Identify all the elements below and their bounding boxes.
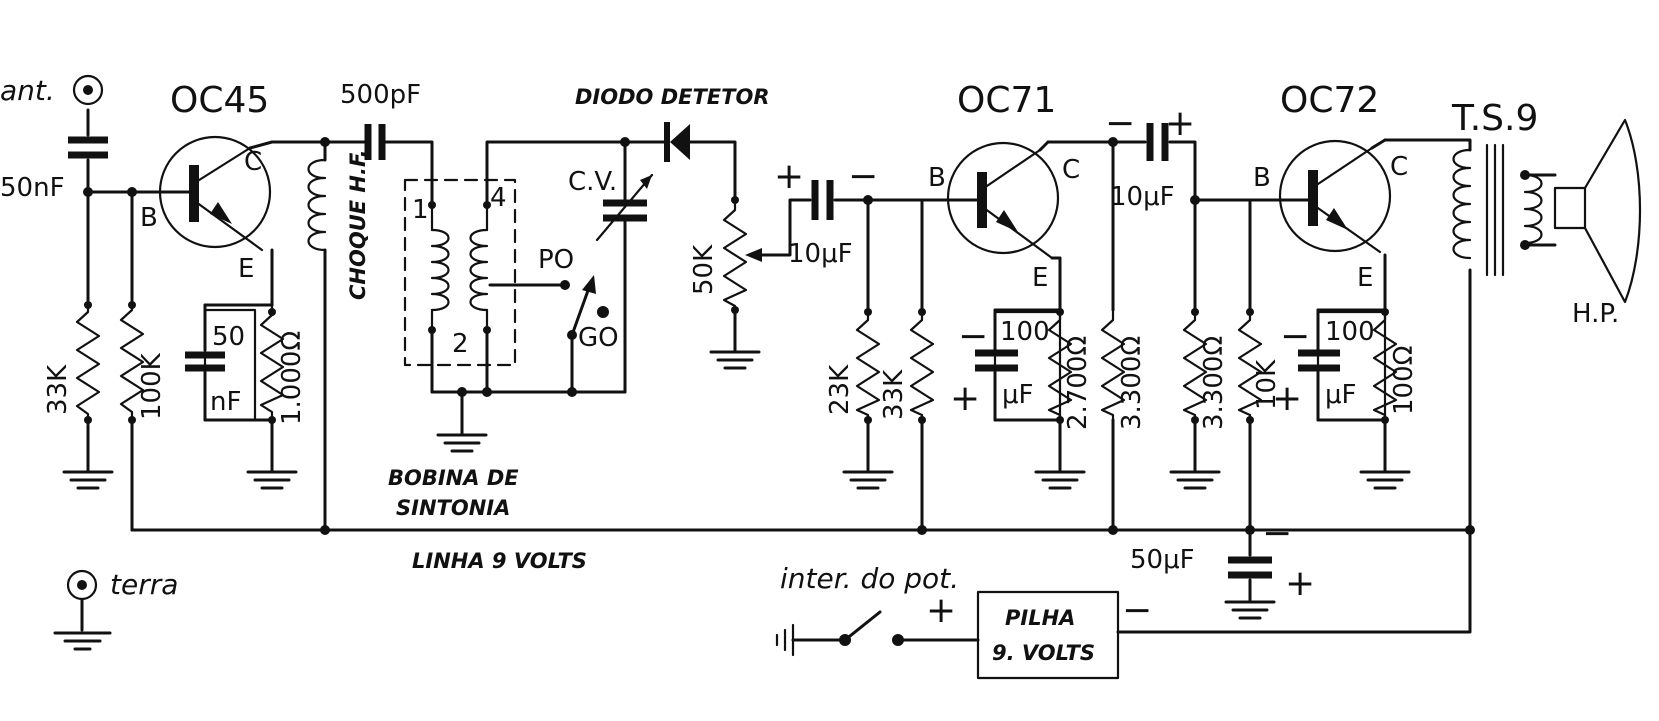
label-diode: DIODO DETETOR [575, 85, 770, 109]
label-r-33k-b: 33K [879, 369, 909, 420]
label-coil-4: 4 [490, 183, 507, 213]
capacitor-50nf-emitter [185, 308, 257, 422]
label-minus-c100b: − [1280, 316, 1310, 357]
label-c-100-b: 100 [1325, 317, 1375, 347]
label-r-100: 100Ω [1389, 346, 1419, 416]
label-b-oc45: B [140, 203, 158, 233]
label-uf-b: μF [1325, 380, 1357, 410]
label-plus-c10b: + [1165, 103, 1195, 144]
label-r-1000: 1.000Ω [277, 331, 307, 425]
resistor-3300-b [1182, 308, 1208, 424]
variable-capacitor-cv [595, 173, 654, 242]
label-c-ant: 50nF [0, 173, 65, 203]
label-r-3300-b: 3.300Ω [1199, 336, 1229, 430]
label-b-oc72: B [1253, 163, 1271, 193]
label-r-3300-a: 3.300Ω [1117, 336, 1147, 430]
label-c-100-a: 100 [1000, 317, 1050, 347]
resistor-1000 [259, 303, 285, 424]
transformer-ts9 [1452, 143, 1543, 277]
label-go: GO [578, 323, 619, 353]
label-c-oc45: C [244, 147, 262, 177]
label-coil-title-2: SINTONIA [396, 496, 510, 520]
label-plus-c100a: + [950, 378, 980, 419]
label-plus-c50uf: + [1285, 563, 1315, 604]
label-r-23k: 23K [825, 364, 855, 415]
battery-9v [976, 590, 1120, 680]
label-pot-50k: 50K [689, 244, 719, 295]
label-minus-c10a: − [848, 156, 878, 197]
label-coil-2: 2 [452, 329, 469, 359]
label-cv: C.V. [568, 167, 617, 197]
label-e-oc72: E [1357, 263, 1373, 293]
label-ts9: T.S.9 [1451, 98, 1538, 139]
label-ant: ant. [0, 74, 55, 107]
label-battery-2: 9. VOLTS [992, 641, 1095, 665]
speaker-hp [1553, 118, 1642, 304]
label-coil-title-1: BOBINA DE [388, 466, 519, 490]
choke-hf [307, 158, 327, 252]
label-hp: H.P. [1572, 299, 1619, 329]
band-switch-po-go [570, 275, 596, 337]
label-c-10-a: 10μF [788, 239, 853, 269]
label-uf-a: μF [1002, 380, 1034, 410]
label-e-oc45: E [238, 254, 254, 284]
label-po: PO [538, 245, 574, 275]
capacitor-50uf [1228, 556, 1272, 579]
label-c-50uf: 50μF [1130, 545, 1195, 575]
capacitor-10uf-a [811, 180, 834, 220]
text-labels: ant. terra 50nF OC45 OC71 OC72 B C E B C… [0, 74, 1619, 665]
label-minus-c100a: − [958, 316, 988, 357]
label-minus-c10b: − [1105, 103, 1135, 144]
label-b-oc71: B [928, 163, 946, 193]
label-r-2700: 2.700Ω [1063, 336, 1093, 430]
antenna-terminal [72, 74, 104, 106]
label-oc45: OC45 [170, 80, 269, 121]
label-oc72: OC72 [1280, 80, 1379, 121]
label-coil-1: 1 [412, 195, 429, 225]
detector-diode [664, 122, 690, 162]
label-battery-1: PILHA [1005, 606, 1075, 630]
capacitor-10uf-b [1146, 123, 1169, 161]
label-c-10-b: 10μF [1110, 182, 1175, 212]
label-minus-battery: − [1122, 590, 1152, 631]
label-r-100k: 100K [137, 352, 167, 420]
potentiometer-50k [722, 196, 792, 314]
label-switch: inter. do pot. [780, 562, 959, 595]
label-e-oc71: E [1032, 263, 1048, 293]
label-r-10k: 10K [1252, 359, 1282, 410]
label-oc71: OC71 [957, 80, 1056, 121]
tuning-coil [403, 178, 517, 367]
resistor-3300-a [1100, 308, 1126, 422]
label-linha: LINHA 9 VOLTS [412, 549, 587, 573]
resistor-2700 [1047, 308, 1073, 424]
label-plus-c10a: + [774, 156, 804, 197]
label-c-oc71: C [1062, 155, 1080, 185]
capacitor-500pf [364, 124, 386, 160]
transistor-oc72 [1278, 138, 1392, 254]
resistor-23k [855, 308, 881, 424]
capacitor-100uf-a [975, 310, 1062, 422]
label-c-500: 500pF [340, 80, 421, 110]
label-minus-c50uf: − [1262, 513, 1292, 554]
label-plus-c100b: + [1272, 378, 1302, 419]
resistor-100k [119, 298, 145, 424]
junction-dots [83, 137, 1475, 646]
pot-switch [775, 610, 882, 657]
label-c-oc72: C [1390, 152, 1408, 182]
label-r-33k: 33K [43, 364, 73, 415]
capacitor-50nf-antenna [68, 136, 108, 159]
label-c-50-unit: nF [210, 387, 241, 417]
resistor-10k [1237, 308, 1263, 424]
resistor-33k [75, 298, 101, 427]
label-terra: terra [110, 568, 178, 601]
label-c-50: 50 [212, 322, 245, 352]
transistor-oc71 [946, 140, 1062, 260]
earth-terminal [53, 569, 112, 651]
resistor-100 [1372, 308, 1398, 424]
resistor-33k-b [909, 308, 935, 424]
transistor-oc45 [158, 135, 274, 252]
label-plus-battery: + [926, 590, 956, 631]
label-choke: CHOQUE H.F. [346, 149, 370, 300]
